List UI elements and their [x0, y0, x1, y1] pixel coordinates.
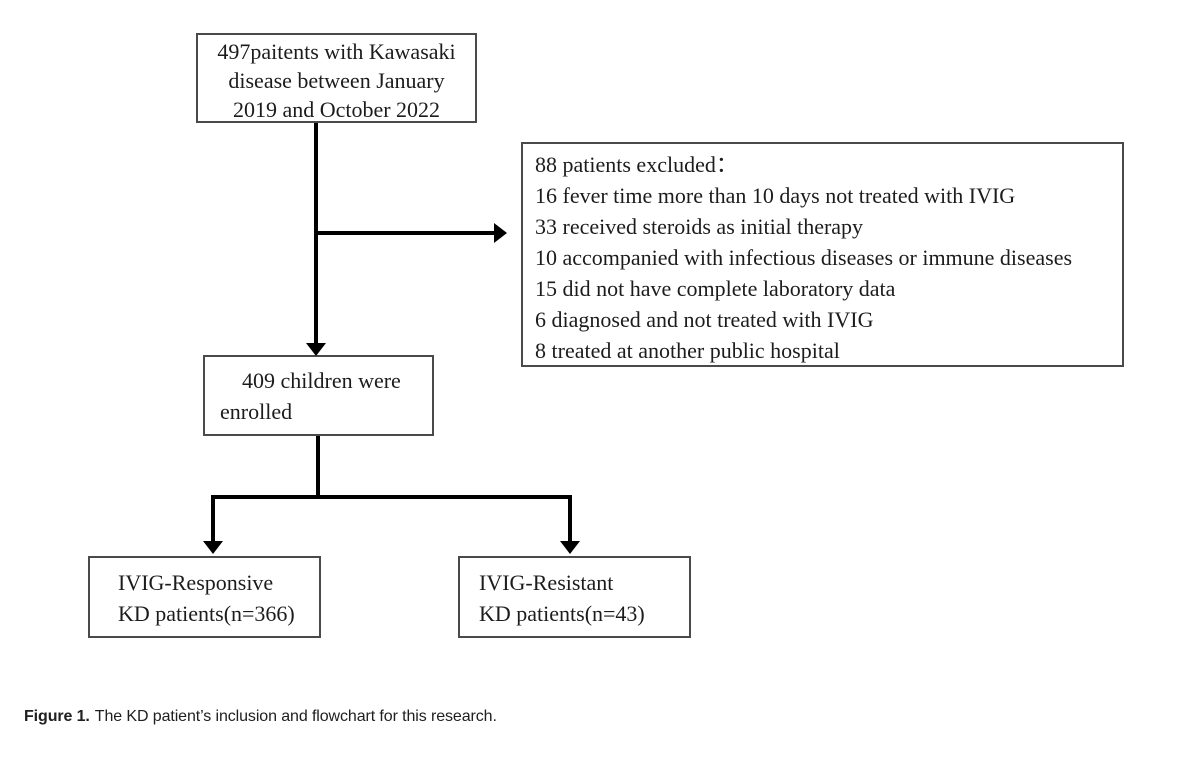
node-text-line: disease between January: [228, 68, 445, 93]
node-excluded-patients: 88 patients excluded： 16 fever time more…: [521, 142, 1124, 367]
figure-caption-label: Figure 1.: [24, 708, 90, 725]
node-text-line: KD patients(n=43): [479, 601, 645, 626]
excluded-reason: 6 diagnosed and not treated with IVIG: [535, 307, 874, 332]
node-text-line: KD patients(n=366): [118, 601, 295, 626]
excluded-reason: 16 fever time more than 10 days not trea…: [535, 183, 1016, 208]
excluded-reason: 33 received steroids as initial therapy: [535, 214, 864, 239]
connector-branch-to-excluded: [316, 231, 496, 235]
node-text-line: enrolled: [220, 399, 293, 424]
excluded-reason: 8 treated at another public hospital: [535, 338, 840, 363]
node-ivig-resistant: IVIG-Resistant KD patients(n=43): [458, 556, 691, 638]
node-text-line: 2019 and October 2022: [232, 97, 441, 122]
arrowhead-down-icon: [306, 343, 326, 356]
node-total-patients: 497paitents with Kawasaki disease betwee…: [196, 33, 477, 123]
arrowhead-down-icon: [203, 541, 223, 554]
arrowhead-down-icon: [560, 541, 580, 554]
connector-to-resistant: [568, 495, 572, 542]
node-ivig-responsive: IVIG-Responsive KD patients(n=366): [88, 556, 321, 638]
connector-to-responsive: [211, 495, 215, 542]
excluded-reason: 10 accompanied with infectious diseases …: [535, 245, 1073, 270]
node-text-line: 497paitents with Kawasaki: [217, 39, 456, 64]
figure-caption-text: The KD patient’s inclusion and flowchart…: [94, 708, 497, 725]
connector-split-horizontal: [211, 495, 572, 499]
node-text-line: IVIG-Responsive: [118, 570, 274, 595]
connector-enrolled-down: [316, 436, 320, 497]
arrowhead-right-icon: [494, 223, 507, 243]
excluded-reason: 15 did not have complete laboratory data: [535, 276, 896, 301]
node-enrolled-children: 409 children were enrolled: [203, 355, 434, 436]
figure-caption: Figure 1.The KD patient’s inclusion and …: [24, 708, 497, 726]
node-text-line: 409 children were: [242, 368, 401, 393]
excluded-header: 88 patients excluded：: [535, 152, 738, 177]
node-text-line: IVIG-Resistant: [479, 570, 614, 595]
